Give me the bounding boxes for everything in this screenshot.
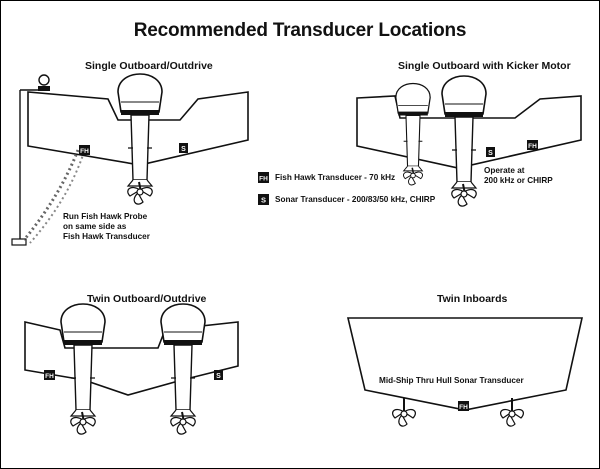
fh-badge-twin-inboard: FH xyxy=(458,401,469,411)
svg-text:FH: FH xyxy=(459,404,468,411)
legend-s-badge: S xyxy=(258,194,269,205)
section-title-single-outboard: Single Outboard/Outdrive xyxy=(85,60,213,72)
hull-twin-inboard xyxy=(346,317,583,411)
operate-note: Operate at 200 kHz or CHIRP xyxy=(484,166,553,186)
hull-twin-outboard xyxy=(24,320,239,396)
probe-note-line-2: on same side as xyxy=(63,222,127,231)
section-title-kicker: Single Outboard with Kicker Motor xyxy=(398,60,571,72)
inboard-propeller-port xyxy=(391,397,417,428)
svg-text:S: S xyxy=(216,373,221,380)
legend-fh-badge: FH xyxy=(258,172,269,183)
svg-text:S: S xyxy=(261,196,266,205)
svg-text:FH: FH xyxy=(259,176,268,183)
probe-note-line-1: Run Fish Hawk Probe xyxy=(63,212,148,221)
probe-note: Run Fish Hawk Probe on same side as Fish… xyxy=(63,212,150,242)
s-badge-kicker: S xyxy=(486,147,495,157)
section-title-twin-inboard: Twin Inboards xyxy=(437,293,508,305)
svg-text:FH: FH xyxy=(80,148,89,155)
probe-note-line-3: Fish Hawk Transducer xyxy=(63,232,150,241)
midship-note: Mid-Ship Thru Hull Sonar Transducer xyxy=(379,376,524,385)
fh-badge-single: FH xyxy=(79,145,90,155)
fh-badge-twin-outboard: FH xyxy=(44,370,55,380)
legend-fh-label: Fish Hawk Transducer - 70 kHz xyxy=(275,173,396,182)
s-badge-twin-outboard: S xyxy=(214,370,223,380)
svg-text:FH: FH xyxy=(45,373,54,380)
legend-s-label: Sonar Transducer - 200/83/50 kHz, CHIRP xyxy=(275,195,436,204)
svg-text:S: S xyxy=(488,150,493,157)
svg-text:FH: FH xyxy=(528,143,537,150)
fh-badge-kicker: FH xyxy=(527,140,538,150)
page-title: Recommended Transducer Locations xyxy=(133,20,467,41)
s-badge-single: S xyxy=(179,143,188,153)
svg-text:S: S xyxy=(181,146,186,153)
section-title-twin-outboard: Twin Outboard/Outdrive xyxy=(87,293,207,305)
operate-note-line-2: 200 kHz or CHIRP xyxy=(484,176,553,185)
operate-note-line-1: Operate at xyxy=(484,166,525,175)
fish-hawk-probe xyxy=(11,74,85,246)
